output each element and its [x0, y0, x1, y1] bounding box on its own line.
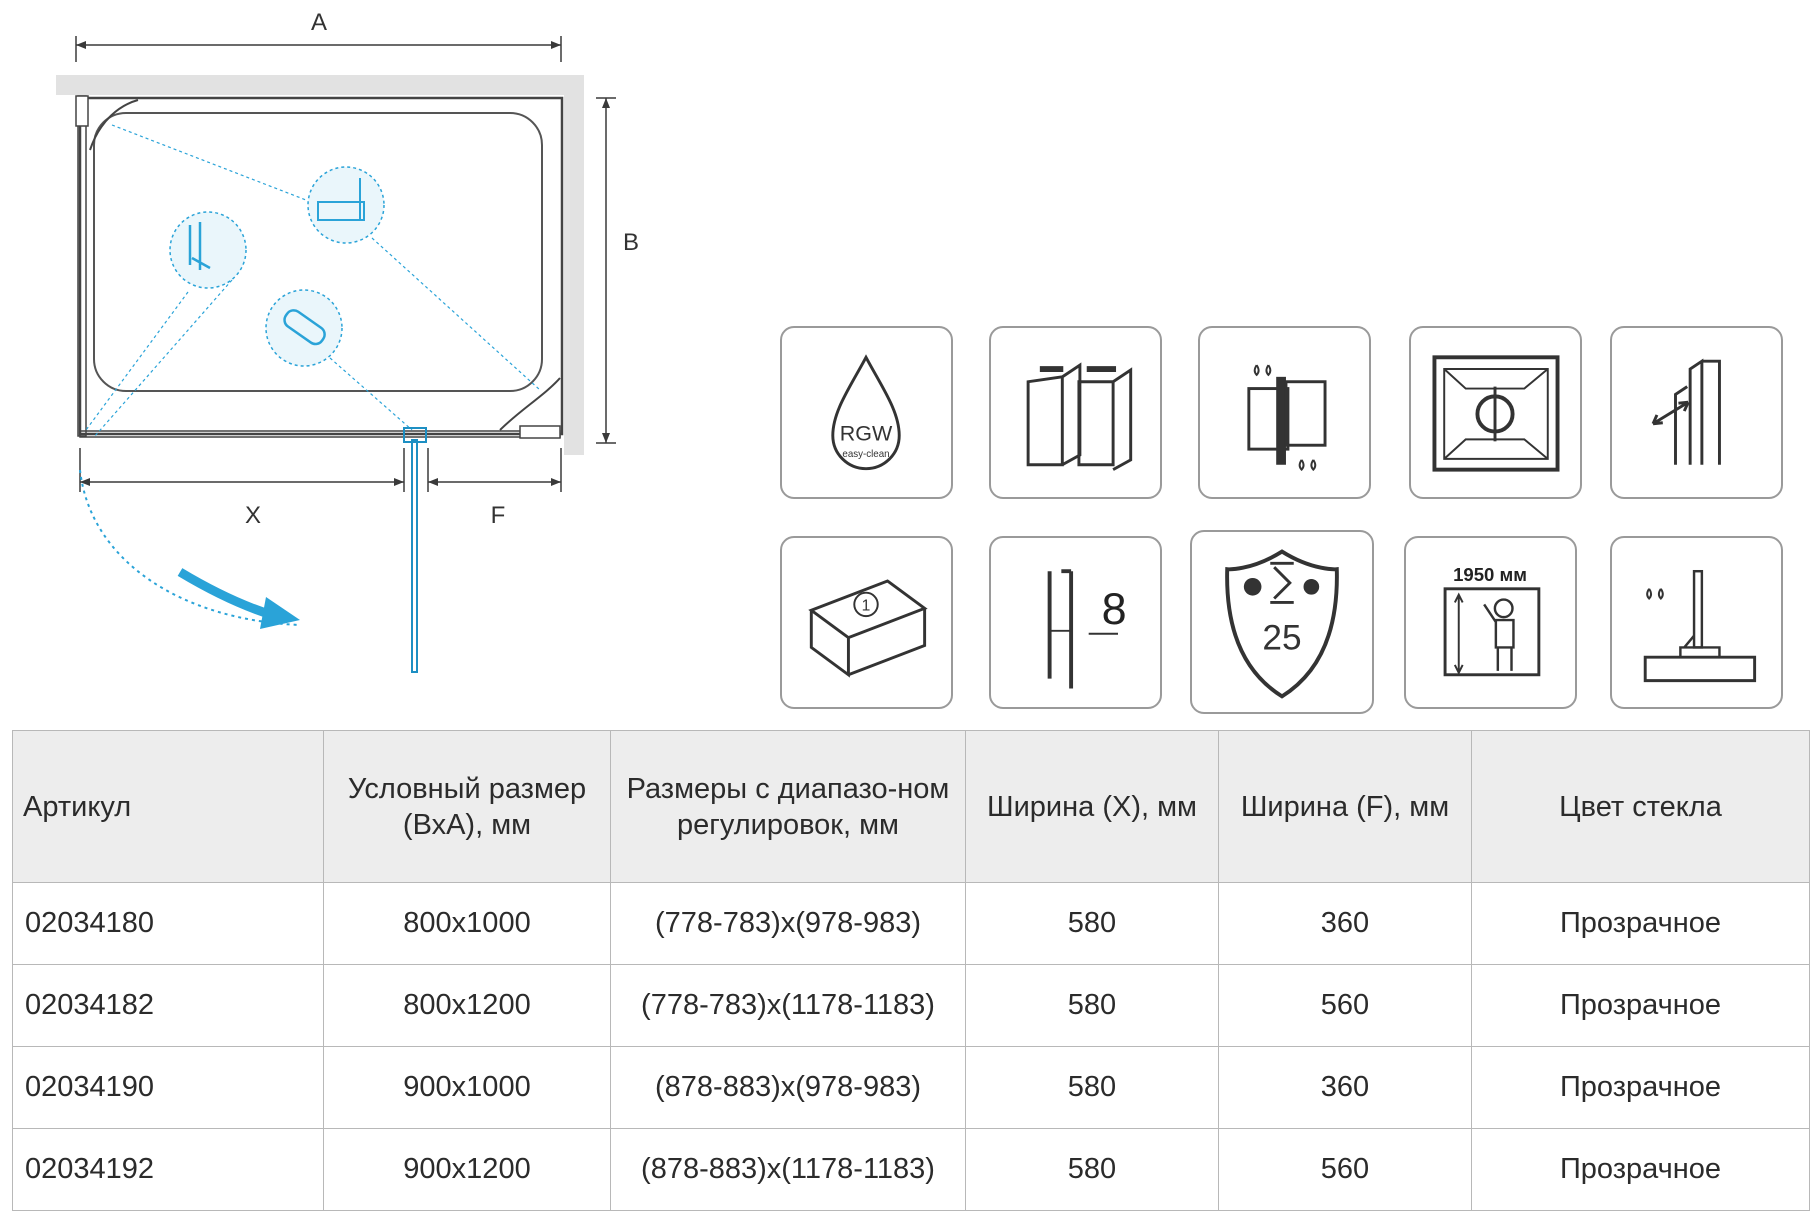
cell-width-x: 580 [965, 964, 1219, 1047]
warranty-shield-icon: 25 [1190, 530, 1374, 714]
table-row: 02034192 900x1200 (878-883)x(1178-1183) … [12, 1128, 1810, 1211]
cell-article: 02034180 [12, 882, 324, 965]
dimension-a [75, 36, 562, 62]
cell-width-f: 360 [1218, 882, 1472, 965]
opening-direction-arrow [177, 568, 274, 620]
shower-tray-inner [93, 112, 543, 392]
adjustable-wall-profile-icon [1610, 326, 1783, 499]
open-door [411, 439, 418, 673]
rgw-text: RGW [840, 421, 893, 445]
callout-hinge-detail [307, 166, 385, 244]
wall-hinge-water-icon [1198, 326, 1371, 499]
cell-adjust-range: (778-783)x(978-983) [610, 882, 966, 965]
header-width-f: Ширина (F), мм [1218, 730, 1472, 883]
warranty-years: 25 [1262, 618, 1301, 657]
corner-seal [89, 99, 139, 151]
right-seal [499, 377, 561, 431]
table-header-row: Артикул Условный размер (ВхА), мм Размер… [12, 730, 1810, 883]
cell-glass-color: Прозрачное [1471, 1128, 1810, 1211]
thickness-value: 8 [1102, 583, 1127, 634]
cell-width-x: 580 [965, 882, 1219, 965]
header-article: Артикул [12, 730, 324, 883]
cell-width-f: 560 [1218, 964, 1472, 1047]
table-row: 02034190 900x1000 (878-883)x(978-983) 58… [12, 1046, 1810, 1129]
dimension-f [427, 448, 562, 492]
glass-thickness-icon: 8 [989, 536, 1162, 709]
cell-article: 02034182 [12, 964, 324, 1047]
header-width-x: Ширина (X), мм [965, 730, 1219, 883]
height-value: 1950 мм [1453, 564, 1527, 585]
cell-glass-color: Прозрачное [1471, 882, 1810, 965]
table-row: 02034180 800x1000 (778-783)x(978-983) 58… [12, 882, 1810, 965]
cell-width-x: 580 [965, 1128, 1219, 1211]
cell-nominal-size: 800x1000 [323, 882, 611, 965]
cell-nominal-size: 900x1000 [323, 1046, 611, 1129]
door-hinge [403, 427, 427, 443]
profile-bracket [75, 95, 89, 127]
cell-adjust-range: (778-783)x(1178-1183) [610, 964, 966, 1047]
reversible-door-icon [1409, 326, 1582, 499]
spec-table: Артикул Условный размер (ВхА), мм Размер… [12, 730, 1810, 1211]
back-wall [56, 75, 584, 95]
cell-glass-color: Прозрачное [1471, 964, 1810, 1047]
dimension-x [79, 448, 405, 492]
dimension-a-label: A [311, 9, 327, 36]
cell-nominal-size: 900x1200 [323, 1128, 611, 1211]
callout-seal-detail [169, 211, 247, 289]
header-nominal-size: Условный размер (ВхА), мм [323, 730, 611, 883]
cell-nominal-size: 800x1200 [323, 964, 611, 1047]
right-bracket [519, 425, 561, 439]
dimension-b [596, 97, 616, 444]
opening-direction-arrowhead [260, 597, 300, 629]
cell-width-x: 580 [965, 1046, 1219, 1129]
rgw-easy-clean-drop-icon: RGW easy-clean [780, 326, 953, 499]
dimension-x-label: X [245, 502, 261, 529]
shower-tray-outer [78, 96, 564, 436]
height-1950-icon: 1950 мм [1404, 536, 1577, 709]
cell-article: 02034190 [12, 1046, 324, 1129]
door-swing-arc [79, 469, 301, 626]
cell-adjust-range: (878-883)x(978-983) [610, 1046, 966, 1129]
callout-handle-detail [265, 289, 343, 367]
cell-article: 02034192 [12, 1128, 324, 1211]
package-count: 1 [862, 597, 871, 614]
bottom-seal-icon [1610, 536, 1783, 709]
shower-plan-diagram: A B X F [56, 9, 639, 673]
dimension-b-label: B [623, 229, 639, 256]
header-adjust-range: Размеры с диапазо-ном регулировок, мм [610, 730, 966, 883]
easy-clean-text: easy-clean [842, 449, 889, 460]
cell-glass-color: Прозрачное [1471, 1046, 1810, 1129]
header-glass-color: Цвет стекла [1471, 730, 1810, 883]
cell-adjust-range: (878-883)x(1178-1183) [610, 1128, 966, 1211]
callout-lines [85, 124, 541, 437]
dimension-f-label: F [491, 502, 506, 529]
glass-seal-profile-icon [989, 326, 1162, 499]
one-package-icon: 1 [780, 536, 953, 709]
side-wall [564, 75, 584, 455]
cell-width-f: 360 [1218, 1046, 1472, 1129]
cell-width-f: 560 [1218, 1128, 1472, 1211]
table-row: 02034182 800x1200 (778-783)x(1178-1183) … [12, 964, 1810, 1047]
